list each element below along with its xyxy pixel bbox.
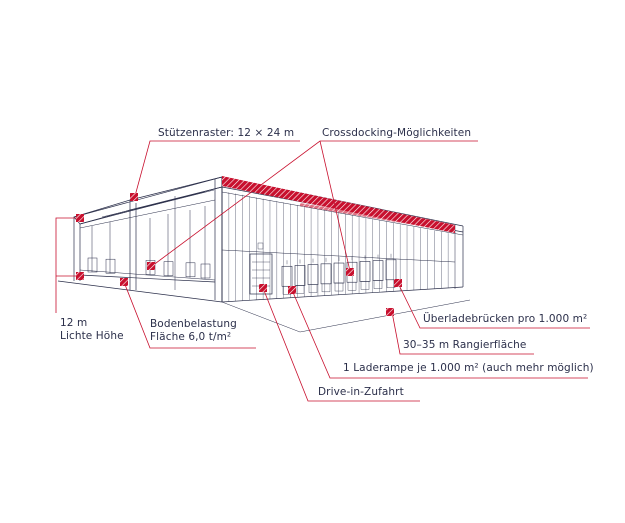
label-bodenbelastung-title: Bodenbelastung	[150, 318, 237, 330]
dock-leveler	[321, 283, 331, 293]
marker-drive-in	[259, 284, 267, 292]
marker-lichte-hoehe-top	[76, 214, 84, 222]
dock-door	[385, 259, 397, 281]
rack-bay	[87, 257, 98, 273]
label-ueberladebruecken: Überladebrücken pro 1.000 m²	[423, 313, 588, 325]
loading-docks	[281, 253, 397, 295]
rack-bay	[200, 263, 211, 279]
dock-door	[372, 260, 384, 281]
facade-base	[221, 286, 464, 303]
dock-door	[359, 261, 371, 282]
label-crossdocking: Crossdocking-Möglichkeiten	[322, 127, 472, 139]
callout-lines	[55, 140, 590, 402]
canopy-racks	[87, 206, 211, 279]
leader-laderampe	[291, 289, 588, 379]
callout-markers	[76, 193, 402, 316]
dock-leveler	[308, 284, 318, 293]
leader-ueberladebruecken	[397, 282, 590, 329]
facade-band-line	[221, 249, 456, 263]
dock-leveler	[295, 285, 305, 294]
leader-drive-in	[262, 287, 420, 402]
leader-lichte-hoehe	[55, 217, 80, 313]
marker-ueberladebruecken	[394, 279, 402, 287]
dock-leveler	[373, 280, 383, 289]
rack-bay	[185, 262, 196, 278]
roof-band-main	[222, 176, 455, 233]
building	[57, 176, 471, 333]
label-stuetzenraster: Stützenraster: 12 × 24 m	[158, 127, 295, 139]
leader-stuetzenraster	[134, 140, 300, 197]
dock-leveler	[334, 282, 344, 292]
label-laderampe: 1 Laderampe je 1.000 m² (auch mehr mögli…	[343, 362, 594, 374]
marker-laderampe	[288, 286, 296, 294]
dock-door	[333, 262, 345, 284]
dock-door	[294, 265, 306, 286]
label-rangierflaeche: 30–35 m Rangierfläche	[403, 339, 527, 351]
label-drive-in: Drive-in-Zufahrt	[318, 386, 404, 398]
leader-crossdocking-2	[319, 140, 351, 272]
marker-rangierflaeche	[386, 308, 394, 316]
floor-front	[57, 280, 223, 303]
label-lichte-hoehe-value: 12 m	[60, 317, 88, 329]
dock-leveler	[360, 281, 370, 290]
marker-crossdocking-right	[346, 268, 354, 276]
dock-leveler	[386, 279, 396, 288]
marker-bodenbelastung	[120, 278, 128, 286]
leader-bodenbelastung	[123, 281, 256, 349]
floor-back	[79, 274, 216, 283]
roof-bands	[222, 176, 455, 233]
marker-stuetzenraster	[130, 193, 138, 201]
roof-canopy	[73, 176, 223, 225]
leader-rangierflaeche	[391, 311, 534, 355]
label-bodenbelastung-value: Fläche 6,0 t/m²	[150, 331, 232, 343]
dock-door	[307, 264, 319, 285]
marker-lichte-hoehe-bottom	[76, 272, 84, 280]
rack-bay	[163, 261, 174, 276]
dock-door	[320, 263, 332, 285]
rack-bay	[105, 258, 116, 274]
roof-band-inner	[300, 203, 420, 226]
marker-crossdocking-left	[147, 262, 155, 270]
dock-leveler	[347, 282, 357, 291]
label-lichte-hoehe-text: Lichte Höhe	[60, 330, 124, 342]
